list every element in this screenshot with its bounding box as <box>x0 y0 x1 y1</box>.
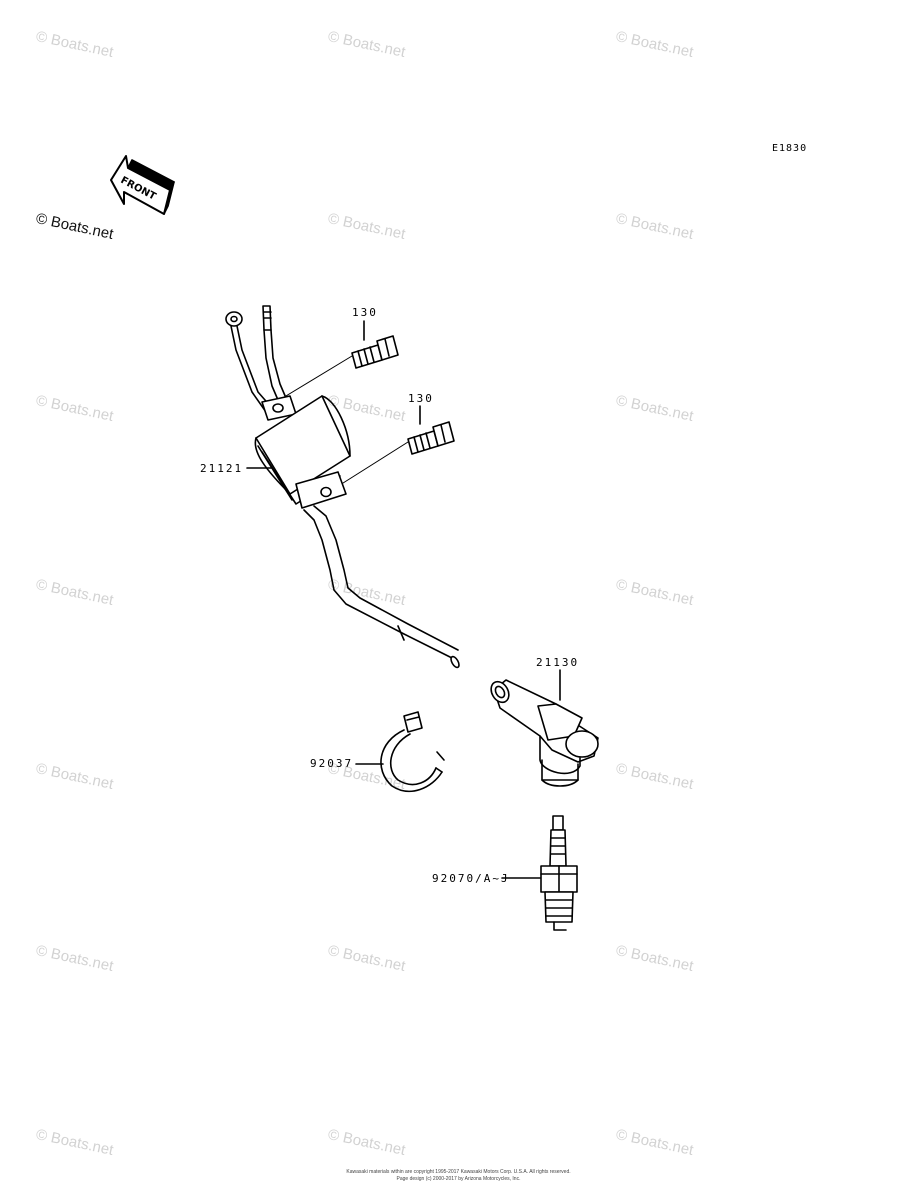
plug-cap-drawing <box>490 679 599 787</box>
bolt-lower-drawing <box>407 421 455 455</box>
footer-page-design: Page design (c) 2000-2017 by Arizona Mot… <box>396 1176 521 1182</box>
part-label-130-upper[interactable]: 130 <box>352 306 378 319</box>
part-label-21130[interactable]: 21130 <box>536 656 580 669</box>
clamp-drawing <box>380 711 445 793</box>
ignition-coil-drawing <box>225 305 460 669</box>
part-label-21121[interactable]: 21121 <box>200 462 244 475</box>
spark-plug-drawing <box>540 815 578 931</box>
footer-copyright: Kawasaki materials within are copyright … <box>346 1169 571 1175</box>
part-label-92070[interactable]: 92070/A~J <box>432 872 510 885</box>
front-arrow-icon <box>110 155 175 215</box>
part-label-92037[interactable]: 92037 <box>310 757 354 770</box>
bolt-upper-drawing <box>351 335 399 369</box>
part-label-130-lower[interactable]: 130 <box>408 392 434 405</box>
diagram-code: E1830 <box>772 143 808 154</box>
